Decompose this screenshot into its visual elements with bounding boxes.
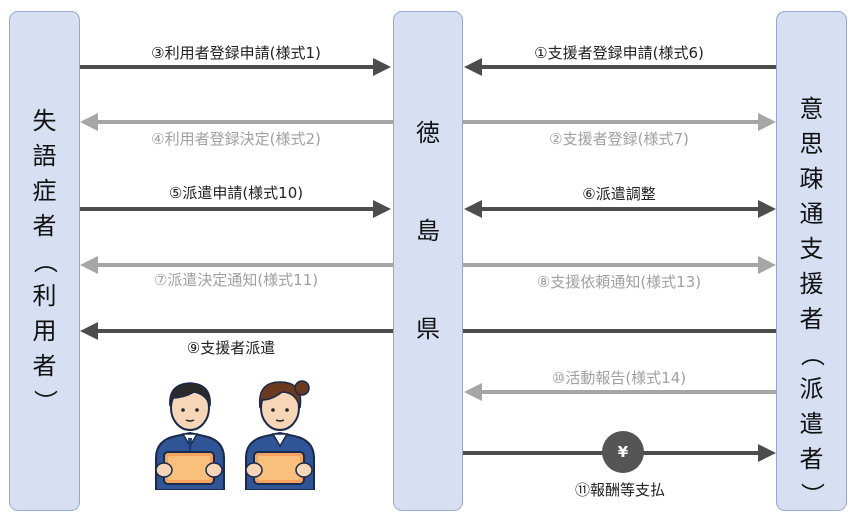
arrowhead-f8	[758, 256, 776, 274]
char: 徳	[416, 119, 440, 147]
char: 語	[32, 142, 57, 170]
char: 島	[416, 217, 440, 245]
arrowhead-f11	[758, 444, 776, 462]
label-f4: ④利用者登録決定(様式2)	[151, 130, 321, 148]
supporter-column: 意 思 疎 通 支 援 者 （ 派 遣 者 ）	[776, 11, 847, 511]
arrowhead-f6-left	[464, 200, 482, 218]
char: 支	[799, 235, 824, 263]
label-f10: ⑩活動報告(様式14)	[551, 369, 687, 387]
char: 県	[416, 315, 440, 343]
arrowhead-f5	[373, 200, 391, 218]
char: 援	[799, 270, 824, 298]
arrowhead-f9	[80, 322, 98, 340]
people-with-tablets-illustration	[155, 380, 315, 490]
prefecture-column: 徳 島 県	[393, 11, 463, 511]
char: 利	[32, 282, 57, 310]
arrowhead-f6-right	[758, 200, 776, 218]
label-f9: ⑨支援者派遣	[186, 339, 276, 357]
user-column: 失 語 症 者 （ 利 用 者 ）	[9, 11, 80, 511]
prefecture-column-text: 徳 島 県	[394, 116, 462, 347]
char: 用	[32, 317, 57, 345]
flow-arrows	[80, 58, 776, 462]
char: 者	[32, 352, 57, 380]
char: 症	[32, 177, 57, 205]
user-column-text: 失 語 症 者 （ 利 用 者 ）	[10, 104, 79, 419]
label-f3: ③利用者登録申請(様式1)	[151, 44, 321, 62]
label-f11: ⑪報酬等支払	[574, 481, 666, 499]
char: 派	[799, 375, 824, 403]
char: 思	[799, 130, 824, 158]
char: 者	[32, 212, 57, 240]
yen-badge: ¥	[602, 431, 644, 473]
label-f7: ⑦派遣決定通知(様式11)	[153, 271, 319, 289]
char: 意	[799, 95, 824, 123]
arrowhead-f2	[758, 113, 776, 131]
char: 者	[799, 305, 824, 333]
arrowhead-f1	[464, 58, 482, 76]
label-f6: ⑥派遣調整	[582, 185, 656, 203]
char: 失	[32, 107, 57, 135]
char: 通	[799, 200, 824, 228]
arrowhead-f7	[80, 256, 98, 274]
label-f8: ⑧支援依頼通知(様式13)	[536, 273, 702, 291]
arrowhead-f3	[373, 58, 391, 76]
person-boy-icon	[155, 382, 225, 490]
label-f1: ①支援者登録申請(様式6)	[534, 44, 704, 62]
arrowhead-f10	[464, 383, 482, 401]
supporter-column-text: 意 思 疎 通 支 援 者 （ 派 遣 者 ）	[777, 92, 846, 512]
char: 疎	[799, 165, 824, 193]
char: 者	[799, 445, 824, 473]
char: 遣	[799, 410, 824, 438]
label-f5: ⑤派遣申請(様式10)	[168, 184, 304, 202]
label-f2: ②支援者登録(様式7)	[549, 130, 689, 148]
arrowhead-f4	[80, 113, 98, 131]
person-girl-icon	[245, 380, 315, 490]
